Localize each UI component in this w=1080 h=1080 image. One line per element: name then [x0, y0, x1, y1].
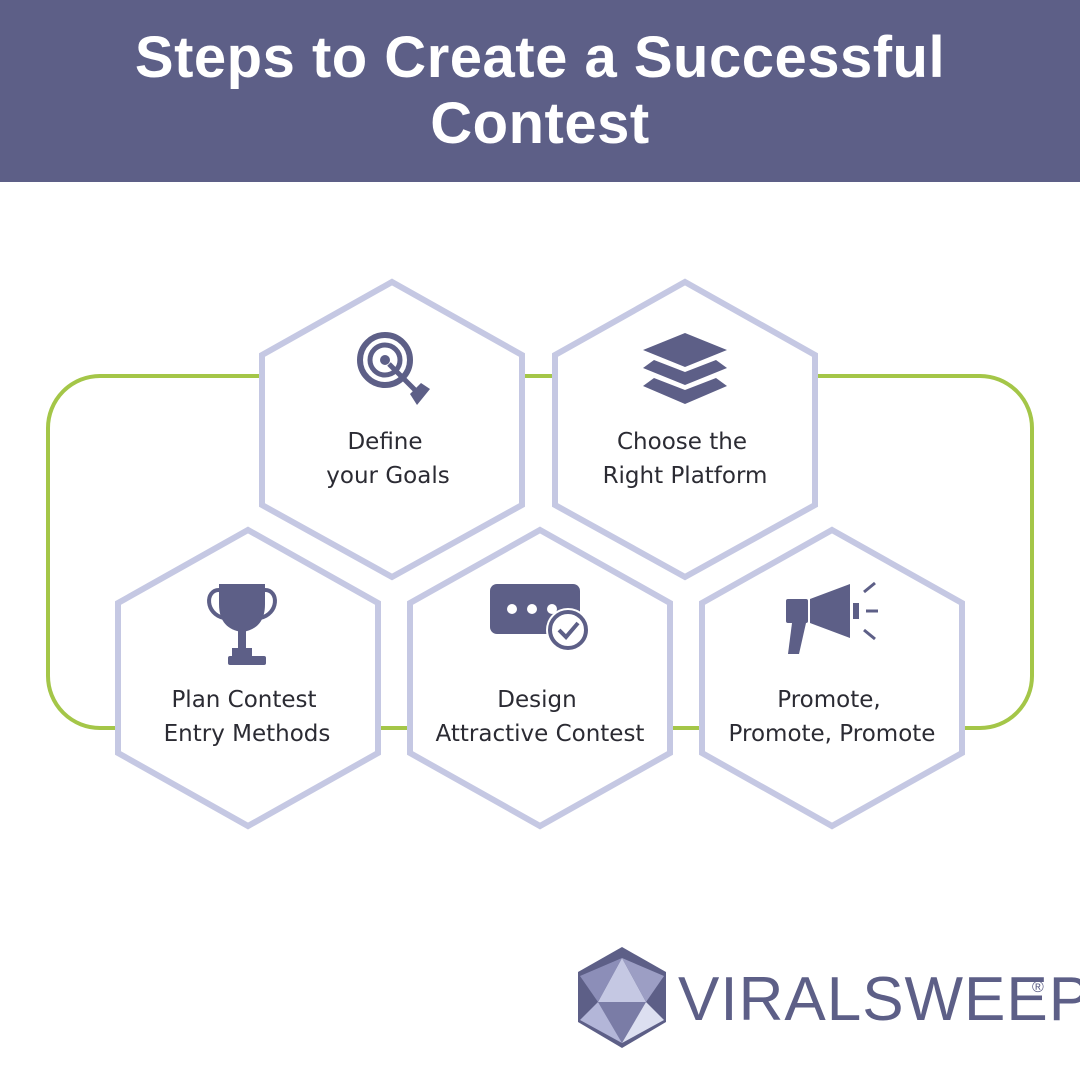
step-label-line1: Define [347, 429, 422, 455]
step-label-line2: Entry Methods [164, 721, 331, 747]
step-label-line1: Design [497, 687, 576, 713]
step-hex-right-platform: Choose the Right Platform [552, 278, 818, 581]
step-label-line2: Right Platform [603, 463, 768, 489]
megaphone-icon [786, 581, 878, 654]
step-label-line2: Promote, Promote [729, 721, 936, 747]
chat-check-icon [490, 584, 590, 652]
step-label-line2: your Goals [326, 463, 449, 489]
trophy-icon [207, 584, 277, 665]
page-title: Steps to Create a Successful Contest [134, 25, 946, 156]
layers-icon [643, 333, 727, 404]
step-label-line1: Promote, [777, 687, 880, 713]
step-hex-entry-methods: Plan Contest Entry Methods [115, 526, 381, 830]
d20-logo-icon [578, 947, 666, 1048]
brand-wordmark: VIRALSWEEP [678, 965, 1080, 1034]
header-banner: Steps to Create a Successful Contest [0, 0, 1080, 182]
registered-mark: ® [1032, 979, 1044, 996]
step-hex-define-goals: Define your Goals [259, 278, 525, 581]
step-hex-promote: Promote, Promote, Promote [699, 526, 965, 830]
step-hex-design-contest: Design Attractive Contest [407, 526, 673, 830]
step-label-line1: Plan Contest [171, 687, 316, 713]
step-label-line1: Choose the [617, 429, 747, 455]
step-label-line2: Attractive Contest [436, 721, 645, 747]
brand-logo[interactable]: VIRALSWEEP ® [578, 947, 1080, 1048]
target-icon [357, 332, 430, 405]
